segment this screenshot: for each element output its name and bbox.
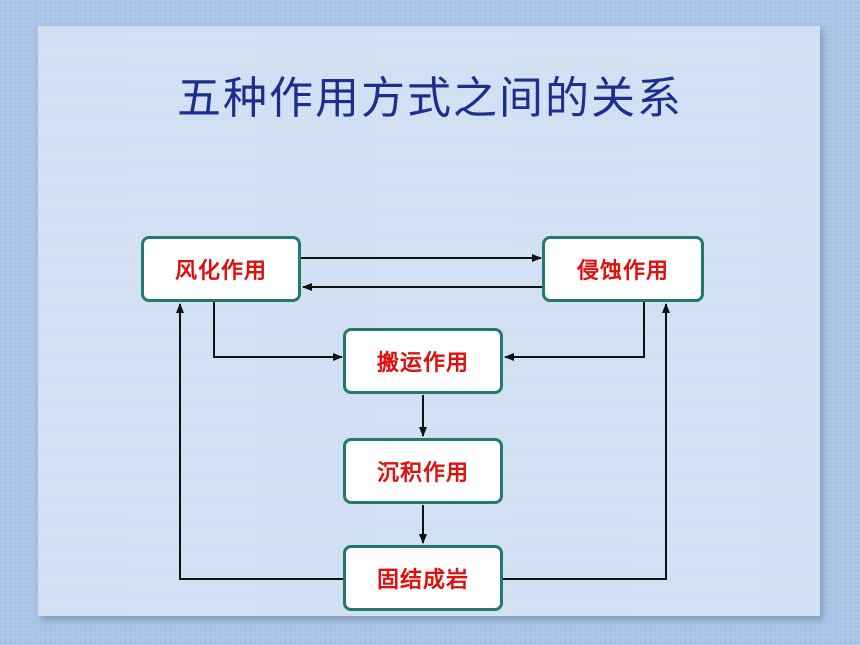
node-erosion: 侵蚀作用 bbox=[542, 236, 704, 302]
slide-title: 五种作用方式之间的关系 bbox=[177, 73, 683, 124]
arrow-weathering-to-transport bbox=[213, 302, 343, 361]
arrow-lithification-to-erosion bbox=[503, 303, 670, 580]
arrow-lithification-to-weathering bbox=[176, 303, 343, 580]
node-lithification: 固结成岩 bbox=[343, 545, 503, 611]
slide-panel bbox=[38, 26, 820, 616]
node-transport: 搬运作用 bbox=[343, 328, 503, 394]
node-deposition: 沉积作用 bbox=[343, 438, 503, 504]
arrow-erosion-to-transport bbox=[504, 302, 645, 361]
node-weathering: 风化作用 bbox=[141, 236, 301, 302]
